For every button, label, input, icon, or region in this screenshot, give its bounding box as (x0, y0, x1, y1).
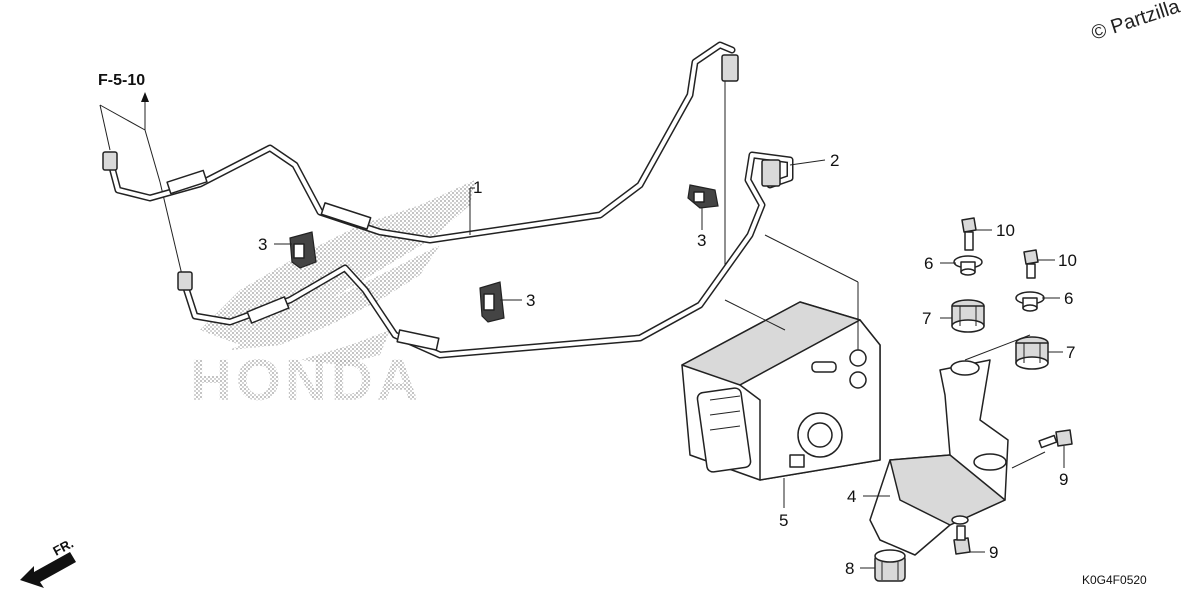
clamp-3a (289, 231, 317, 269)
callout-9-right: 9 (1059, 470, 1068, 489)
callout-8: 8 (845, 559, 854, 578)
nut-8 (874, 549, 906, 582)
reference-arrow-icon (141, 92, 149, 102)
callout-7-left: 7 (922, 309, 931, 328)
pipe-2-fitting-a (177, 271, 193, 291)
clamp-3b (479, 281, 505, 323)
bracket-4 (869, 334, 1046, 556)
grommet-7a (951, 299, 985, 333)
callout-6-right: 6 (1064, 289, 1073, 308)
callout-1: 1 (473, 178, 482, 197)
callout-9-bottom: 9 (989, 543, 998, 562)
bolt-10a (961, 217, 977, 251)
callout-leaders (274, 159, 1065, 569)
callout-4: 4 (847, 487, 856, 506)
callout-5: 5 (779, 511, 788, 530)
abs-modulator-5 (681, 234, 881, 481)
pipe-1-fitting-a (102, 151, 118, 171)
callout-10-left: 10 (996, 221, 1015, 240)
reference-leader-c (99, 104, 111, 151)
callout-3-left: 3 (258, 235, 267, 254)
diagram-code: K0G4F0520 (1082, 573, 1147, 587)
bolt-9b (953, 525, 971, 555)
brake-pipe-2 (177, 151, 794, 359)
pipe-2-fitting-b (761, 159, 781, 187)
copyright-notice: © Partzilla (1089, 0, 1184, 45)
callout-2: 2 (830, 151, 839, 170)
callout-labels: 1 2 3 3 3 4 5 6 6 7 7 8 9 9 10 10 (258, 151, 1077, 578)
bolt-9a (1038, 429, 1073, 449)
callout-7-right: 7 (1066, 343, 1075, 362)
grommet-7b (1015, 336, 1049, 370)
honda-watermark-text: HONDA (190, 348, 423, 413)
callout-3-upper: 3 (697, 231, 706, 250)
clamp-3c (687, 184, 719, 209)
pipe-1-fitting-b (721, 54, 739, 82)
brake-pipe-1 (102, 41, 739, 270)
front-direction-indicator: FR. (20, 536, 76, 588)
reference-leader-b (144, 129, 161, 183)
reference-label: F-5-10 (98, 72, 145, 89)
callout-6-left: 6 (924, 254, 933, 273)
callout-10-right: 10 (1058, 251, 1077, 270)
front-label: FR. (50, 536, 76, 559)
callout-3-middle: 3 (526, 291, 535, 310)
reference-leader-a (99, 104, 146, 131)
front-arrow-icon (20, 552, 76, 588)
collar-6b (1015, 291, 1045, 312)
bolt-10b (1023, 249, 1039, 279)
collar-6a (953, 255, 983, 276)
